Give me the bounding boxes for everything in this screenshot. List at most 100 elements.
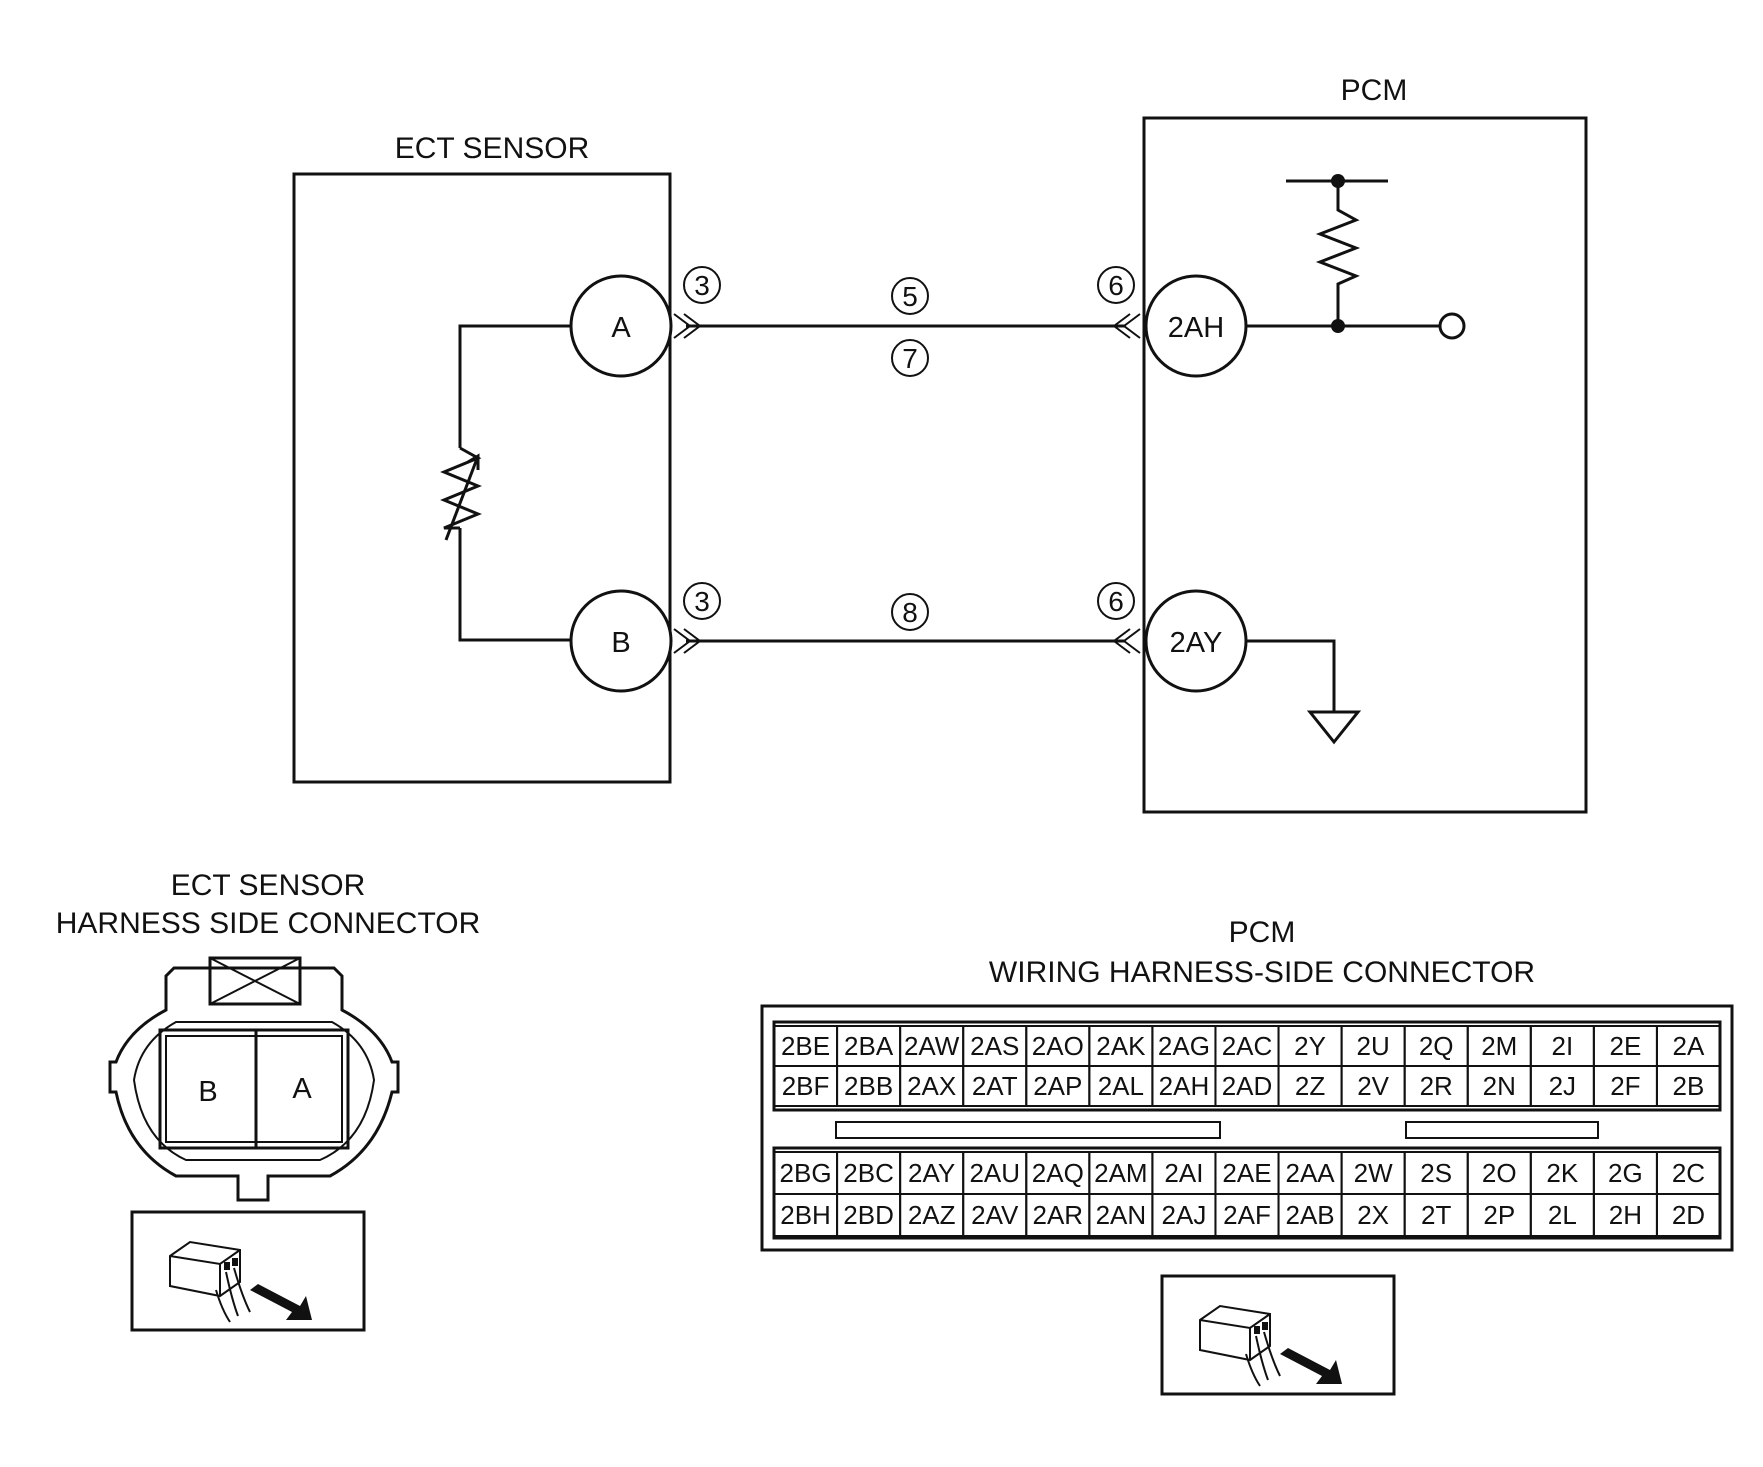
ect-sensor-block: ECT SENSOR A B [292,132,673,784]
pin-label-2l: 2L [1548,1200,1577,1230]
sensor-connector-b-icon [673,628,702,654]
ect-connector-housing [108,966,400,1202]
terminal-b-label: B [611,627,630,659]
pin-label-2as: 2AS [970,1031,1019,1061]
pin-label-2q: 2Q [1419,1031,1454,1061]
pin-label-2m: 2M [1481,1031,1517,1061]
terminal-2ay-label: 2AY [1170,627,1223,659]
pin-label-2ab: 2AB [1285,1200,1334,1230]
pin-label-2aw: 2AW [904,1031,960,1061]
harness-view-icon [169,1240,312,1323]
pin-label-2af: 2AF [1223,1200,1271,1230]
pin-label-2bd: 2BD [843,1200,894,1230]
pcm-view-direction-box [1160,1274,1396,1396]
pin-label-2z: 2Z [1295,1071,1325,1101]
ect-connector-title-2: HARNESS SIDE CONNECTOR [56,907,481,940]
callout-6-a: 6 [1097,266,1135,304]
ect-connector-title-1: ECT SENSOR [171,869,366,902]
callout-7: 7 [891,339,929,377]
pin-label-2bh: 2BH [780,1200,831,1230]
terminal-b-circle [569,589,673,693]
callout-5: 5 [891,277,929,315]
pin-label-2f: 2F [1610,1071,1640,1101]
pin-label-2ah: 2AH [1159,1071,1210,1101]
pin-label-2ar: 2AR [1033,1200,1084,1230]
pcm-connector-title-2: WIRING HARNESS-SIDE CONNECTOR [989,956,1535,989]
pin-label-2h: 2H [1609,1200,1642,1230]
pin-label-2ad: 2AD [1222,1071,1273,1101]
pin-label-2u: 2U [1357,1031,1390,1061]
pcm-connector-outer-frame [760,1004,1734,1252]
pin-label-2i: 2I [1551,1031,1573,1061]
pin-label-2aj: 2AJ [1162,1200,1207,1230]
latch-cross-icon [209,957,301,1005]
pcm-block: PCM 2AH 2AY [1142,74,1588,814]
pcm-title: PCM [1341,74,1408,107]
pin-label-2aa: 2AA [1285,1158,1335,1188]
pin-label-2ay: 2AY [908,1158,955,1188]
svg-text:3: 3 [694,270,710,301]
ground-icon [1306,710,1362,745]
pin-label-2aq: 2AQ [1032,1158,1084,1188]
pin-label-2ax: 2AX [907,1071,956,1101]
callout-6-b: 6 [1097,582,1135,620]
pull-up-resistor-icon [1315,181,1361,326]
ect-cavity-a: A [292,1073,312,1105]
ect-cavity-b: B [198,1076,217,1108]
svg-text:3: 3 [694,586,710,617]
ect-connector-cavity-frame [158,1028,350,1150]
pcm-connector-latch-right [1405,1121,1599,1139]
sensor-connector-a-icon [673,313,702,339]
pcm-harness-view-icon [1199,1304,1342,1387]
callout-8: 8 [891,593,929,631]
svg-text:6: 6 [1108,586,1124,617]
pin-label-2w: 2W [1354,1158,1393,1188]
ect-harness-connector: ECT SENSOR HARNESS SIDE CONNECTOR B A [56,869,481,1332]
pin-label-2ac: 2AC [1222,1031,1273,1061]
pin-label-2t: 2T [1421,1200,1451,1230]
terminal-2ah-label: 2AH [1168,312,1224,344]
ect-sensor-box [292,172,672,784]
pin-cell [1655,1065,1722,1107]
pin-label-2az: 2AZ [908,1200,956,1230]
pin-label-2v: 2V [1357,1071,1389,1101]
ect-view-direction-box [130,1210,366,1332]
pin-label-2s: 2S [1420,1158,1452,1188]
ect-internal-wire-bottom [458,528,570,642]
pin-label-2ai: 2AI [1164,1158,1203,1188]
thermistor-variable-arrow-icon [444,455,480,541]
pin-label-2bc: 2BC [843,1158,894,1188]
pin-label-2y: 2Y [1294,1031,1326,1061]
pin-label-2am: 2AM [1094,1158,1147,1188]
pin-label-2an: 2AN [1096,1200,1147,1230]
pin-label-2bg: 2BG [780,1158,832,1188]
svg-text:6: 6 [1108,270,1124,301]
pin-label-2ak: 2AK [1096,1031,1146,1061]
pin-label-2e: 2E [1609,1031,1641,1061]
pcm-connector-latch-left [835,1121,1221,1139]
pcm-signal-output-icon [1438,312,1466,340]
pin-label-2c: 2C [1672,1158,1705,1188]
pin-label-2bb: 2BB [844,1071,893,1101]
pcm-connector-title-1: PCM [1229,916,1296,949]
pin-label-2n: 2N [1483,1071,1516,1101]
pin-label-2x: 2X [1357,1200,1389,1230]
svg-text:7: 7 [902,343,918,374]
pin-label-2ap: 2AP [1033,1071,1082,1101]
terminal-a-label: A [611,312,631,344]
pin-label-2r: 2R [1420,1071,1453,1101]
pcm-connector-a-icon [1112,313,1141,339]
callout-3-a: 3 [683,266,721,304]
pin-label-2bf: 2BF [782,1071,830,1101]
pin-label-2be: 2BE [781,1031,830,1061]
pin-label-2at: 2AT [972,1071,1018,1101]
pin-label-2o: 2O [1482,1158,1517,1188]
pin-label-2b: 2B [1673,1071,1705,1101]
pin-label-2al: 2AL [1098,1071,1144,1101]
pin-label-2ag: 2AG [1158,1031,1210,1061]
pcm-connector-b-icon [1112,628,1141,654]
callout-3-b: 3 [683,582,721,620]
pin-label-2ba: 2BA [844,1031,894,1061]
